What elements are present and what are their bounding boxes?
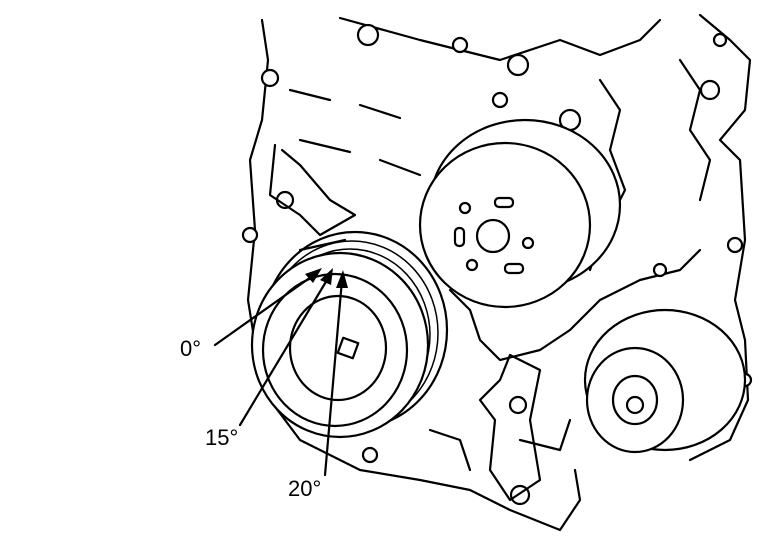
label-0-degrees: 0° [180, 336, 202, 361]
tensioner-pulley [583, 308, 747, 454]
crankshaft-pulley [250, 230, 449, 439]
water-pump-pulley [418, 118, 622, 309]
label-20-degrees: 20° [288, 476, 322, 501]
timing-pointer-bracket [268, 143, 357, 237]
bracket [478, 353, 542, 502]
label-15-degrees: 15° [205, 425, 239, 450]
timing-leader-lines [213, 268, 348, 477]
bolts [241, 23, 753, 506]
